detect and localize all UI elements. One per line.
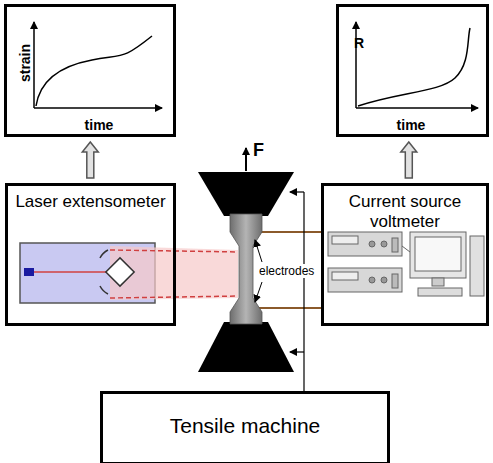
axis-label: time [397, 117, 426, 133]
axis-label: time [85, 117, 114, 133]
force-label: F [253, 140, 264, 161]
plot-box: Rtime [336, 4, 489, 137]
block-arrow [82, 142, 98, 178]
lower-grip [198, 322, 294, 372]
instrument-box: Current source voltmeter [321, 183, 489, 326]
machine-box: Tensile machine [100, 391, 390, 463]
upper-grip [198, 172, 294, 216]
laser-device [20, 243, 238, 303]
axis-label: strain [17, 44, 33, 82]
resistance-plot [356, 22, 478, 108]
axis-label: R [354, 35, 364, 51]
force-arrow [245, 148, 247, 171]
box-title: Current source voltmeter [324, 192, 486, 232]
block-arrow [401, 142, 417, 178]
plot-box: strain time [4, 4, 176, 137]
box-title: Tensile machine [103, 414, 387, 438]
machine-lines [290, 192, 304, 391]
instruments [328, 232, 484, 296]
electrode-wires [254, 232, 321, 308]
callout-label: electrodes [258, 264, 315, 278]
box-title: Laser extensometer [8, 192, 172, 212]
instrument-box: Laser extensometer [5, 183, 175, 326]
strain-plot [34, 22, 162, 108]
